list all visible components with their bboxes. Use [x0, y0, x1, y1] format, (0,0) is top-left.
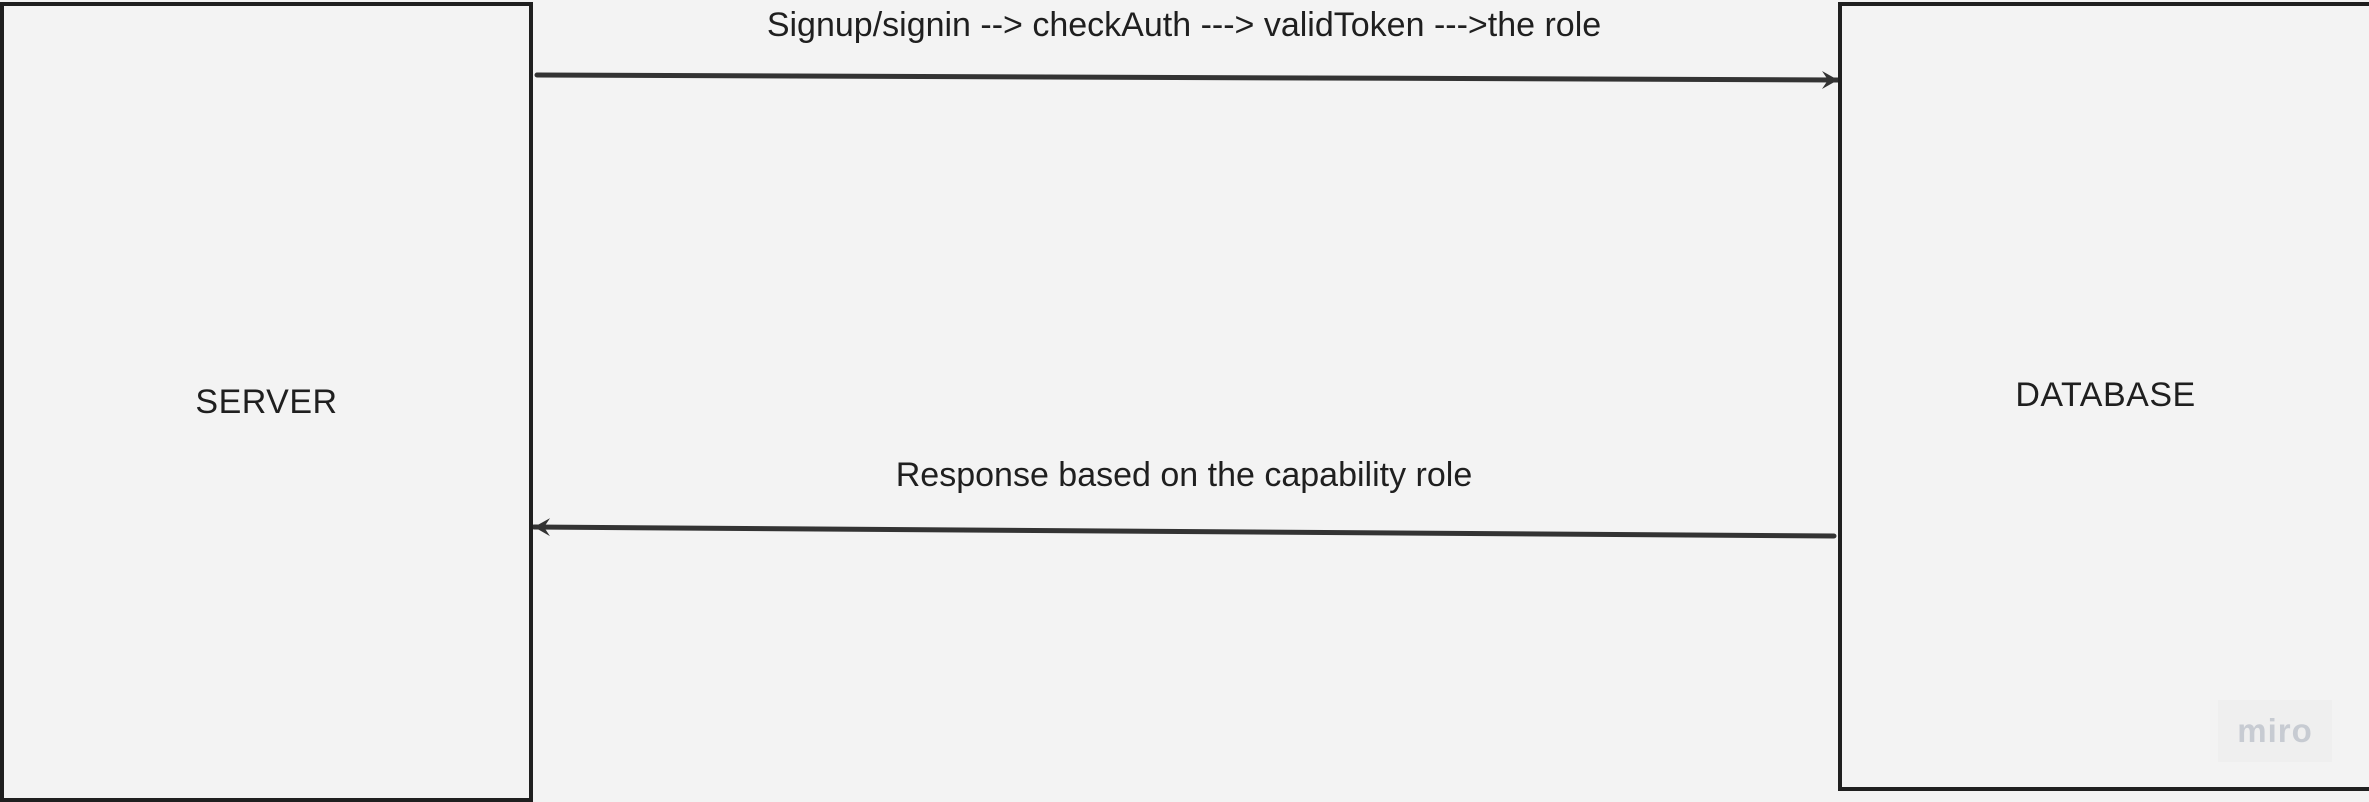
- return-edge-label: Response based on the capability role: [895, 456, 1473, 494]
- server-label: SERVER: [195, 382, 338, 421]
- database-node[interactable]: DATABASE: [1838, 2, 2369, 791]
- database-label: DATABASE: [2015, 376, 2196, 414]
- forward-arrow: [534, 70, 1841, 89]
- forward-edge-label: Signup/signin --> checkAuth ---> validTo…: [766, 6, 1602, 44]
- server-node[interactable]: SERVER: [0, 2, 533, 802]
- return-arrow: [531, 518, 1837, 539]
- miro-watermark: miro: [2218, 700, 2332, 762]
